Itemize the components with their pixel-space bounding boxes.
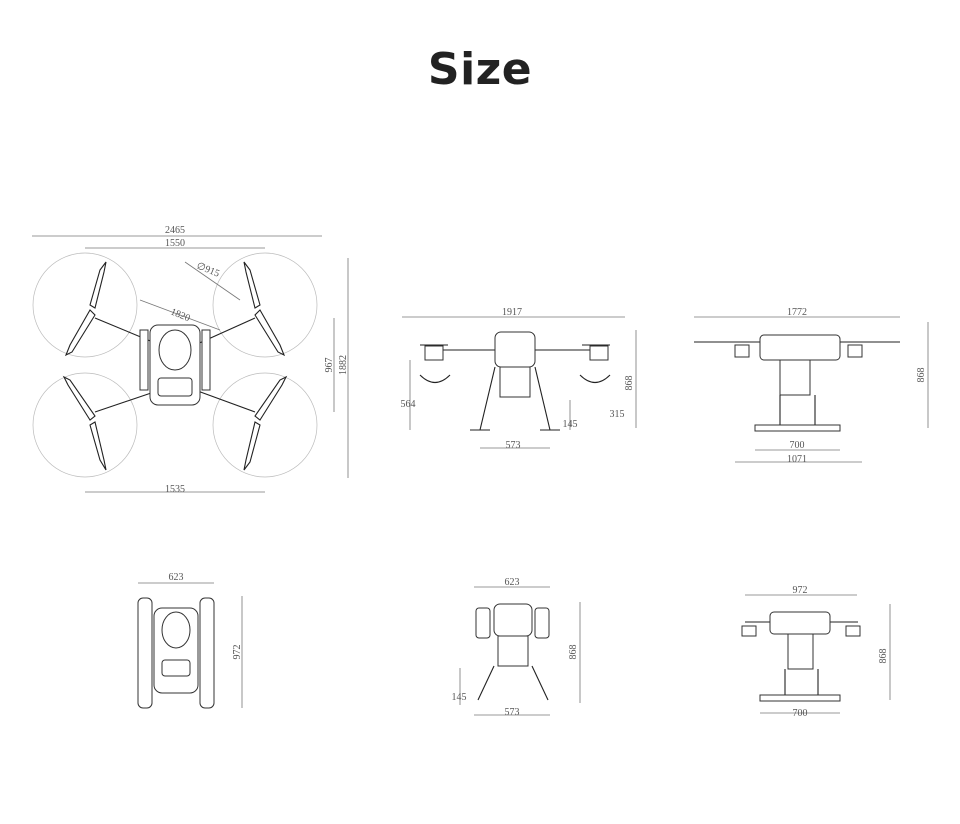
dim-868: 868: [916, 368, 927, 383]
dim-315: 315: [610, 409, 625, 420]
dim-1820: 1820: [169, 307, 192, 325]
dim-1917: 1917: [502, 307, 522, 318]
dim-868: 868: [878, 649, 889, 664]
dim-1550: 1550: [165, 238, 185, 249]
dim-868: 868: [568, 645, 579, 660]
dim-700: 700: [790, 440, 805, 451]
dim-967: 967: [324, 358, 335, 373]
folded-front-view: 623 868 145 573: [452, 577, 581, 718]
page-title: Size: [427, 44, 533, 95]
top-view: 2465 1550 ∅915 1820 967 1882 1535: [32, 225, 349, 495]
dim-564: 564: [401, 399, 416, 410]
dim-1071: 1071: [787, 454, 807, 465]
dim-868: 868: [624, 376, 635, 391]
side-view: 1772 868 700 1071: [694, 307, 929, 465]
dim-700: 700: [793, 708, 808, 719]
dim-972: 972: [232, 645, 243, 660]
dim-623: 623: [169, 572, 184, 583]
dim-145: 145: [452, 692, 467, 703]
dim-1882: 1882: [338, 355, 349, 375]
dim-145: 145: [563, 419, 578, 430]
dim-573: 573: [506, 440, 521, 451]
front-view: 1917 868 564 315 145 573: [401, 307, 637, 451]
dim-2465: 2465: [165, 225, 185, 236]
folded-top-view: 623 972: [137, 572, 243, 709]
dim-915: ∅915: [195, 261, 221, 280]
dim-573: 573: [505, 707, 520, 718]
folded-side-view: 972 868 700: [741, 585, 891, 719]
dim-1772: 1772: [787, 307, 807, 318]
dim-623: 623: [505, 577, 520, 588]
dim-1535: 1535: [165, 484, 185, 495]
dim-972: 972: [793, 585, 808, 596]
